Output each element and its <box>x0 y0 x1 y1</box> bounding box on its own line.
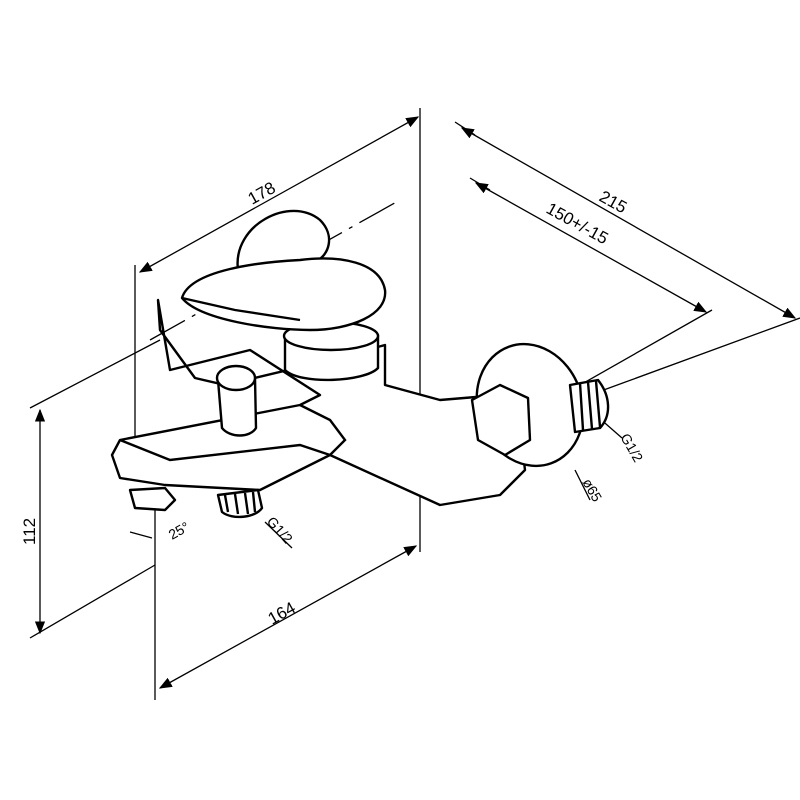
dim-164: 164 <box>265 598 299 628</box>
dim-angle: 25° <box>166 518 192 542</box>
dim-178: 178 <box>245 178 279 208</box>
dimension-lines <box>34 116 797 689</box>
label-flange-diameter: ø65 <box>579 476 605 505</box>
dim-112: 112 <box>20 518 39 545</box>
label-thread-inlet: G1/2 <box>617 431 646 465</box>
label-thread-outlet: G1/2 <box>264 513 296 546</box>
dim-215: 215 <box>596 187 630 217</box>
faucet-body <box>110 209 610 519</box>
